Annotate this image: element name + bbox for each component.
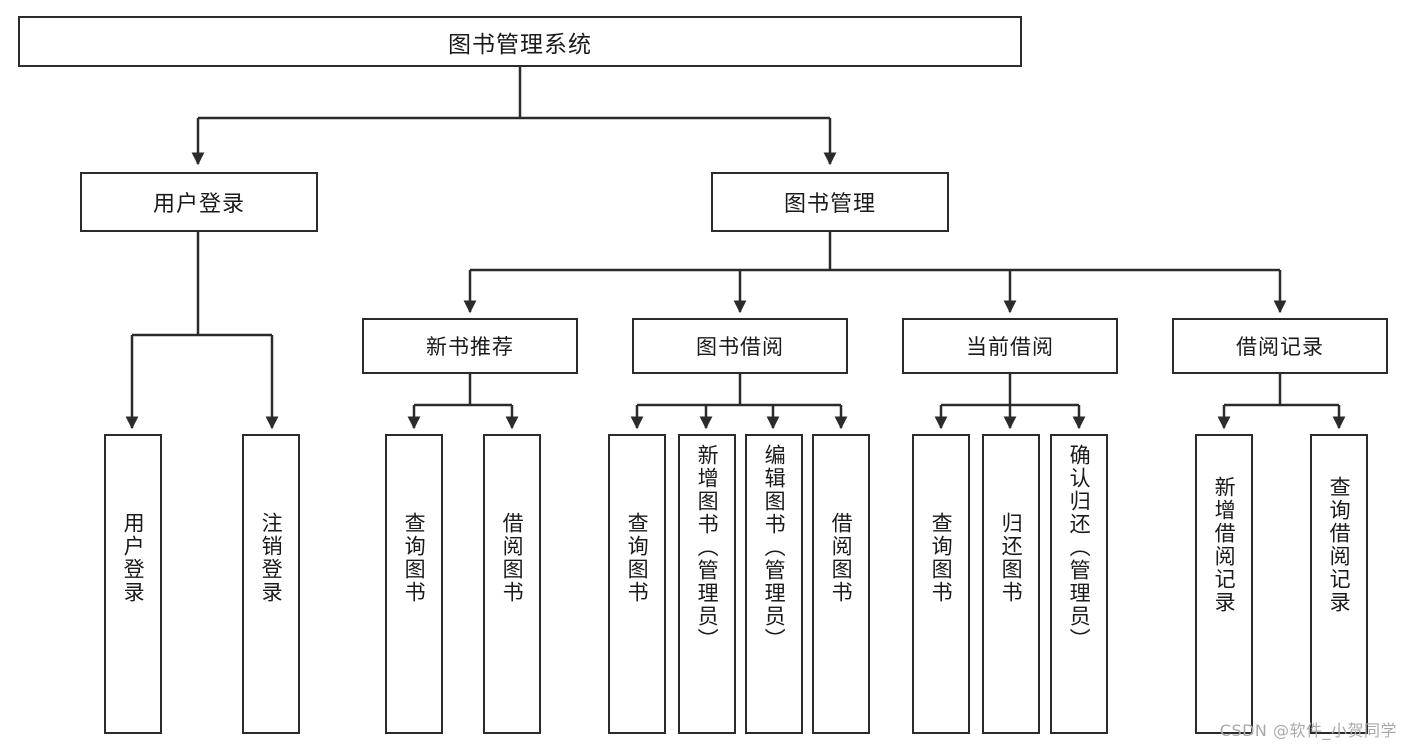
node-leaf-borrow-book-1-label: 借阅图书: [500, 512, 525, 604]
node-leaf-query-book-3-label: 查询图书: [929, 512, 954, 604]
node-leaf-user-login-label: 用户登录: [121, 512, 146, 604]
node-user-login-label: 用户登录: [152, 192, 245, 217]
node-leaf-confirm-return-label: 确认归还（管理员）: [1067, 444, 1092, 651]
node-leaf-query-book-2-label: 查询图书: [625, 512, 650, 604]
node-leaf-return-book-label: 归还图书: [999, 512, 1024, 604]
node-leaf-borrow-book-2[interactable]: 借阅图书: [812, 434, 870, 734]
node-leaf-logout-login-label: 注销登录: [259, 512, 284, 604]
node-leaf-logout-login[interactable]: 注销登录: [242, 434, 300, 734]
node-leaf-add-book-label: 新增图书（管理员）: [695, 444, 720, 651]
node-book-manage-label: 图书管理: [783, 192, 876, 217]
node-book-borrow-label: 图书借阅: [696, 335, 784, 359]
node-leaf-query-book-1[interactable]: 查询图书: [385, 434, 443, 734]
node-leaf-confirm-return[interactable]: 确认归还（管理员）: [1050, 434, 1108, 734]
node-root-label: 图书管理系统: [448, 31, 592, 58]
node-new-book-recommend-label: 新书推荐: [426, 335, 514, 359]
node-leaf-query-record[interactable]: 查询借阅记录: [1310, 434, 1368, 734]
node-new-book-recommend[interactable]: 新书推荐: [362, 318, 578, 374]
node-leaf-return-book[interactable]: 归还图书: [982, 434, 1040, 734]
node-current-borrow[interactable]: 当前借阅: [902, 318, 1118, 374]
node-leaf-add-record[interactable]: 新增借阅记录: [1195, 434, 1253, 734]
node-leaf-query-book-2[interactable]: 查询图书: [608, 434, 666, 734]
node-leaf-query-record-label: 查询借阅记录: [1327, 476, 1352, 614]
node-leaf-query-book-3[interactable]: 查询图书: [912, 434, 970, 734]
node-leaf-edit-book[interactable]: 编辑图书（管理员）: [745, 434, 803, 734]
node-leaf-user-login[interactable]: 用户登录: [104, 434, 162, 734]
node-borrow-record-label: 借阅记录: [1236, 335, 1324, 359]
node-leaf-edit-book-label: 编辑图书（管理员）: [762, 444, 787, 651]
node-leaf-query-book-1-label: 查询图书: [402, 512, 427, 604]
node-leaf-add-book[interactable]: 新增图书（管理员）: [678, 434, 736, 734]
node-leaf-borrow-book-1[interactable]: 借阅图书: [483, 434, 541, 734]
node-user-login[interactable]: 用户登录: [80, 172, 318, 232]
node-current-borrow-label: 当前借阅: [966, 335, 1054, 359]
node-leaf-add-record-label: 新增借阅记录: [1212, 476, 1237, 614]
node-borrow-record[interactable]: 借阅记录: [1172, 318, 1388, 374]
node-leaf-borrow-book-2-label: 借阅图书: [829, 512, 854, 604]
node-book-manage[interactable]: 图书管理: [711, 172, 949, 232]
watermark: CSDN @软件_小贺同学: [1219, 721, 1397, 740]
node-root[interactable]: 图书管理系统: [18, 16, 1022, 67]
node-book-borrow[interactable]: 图书借阅: [632, 318, 848, 374]
